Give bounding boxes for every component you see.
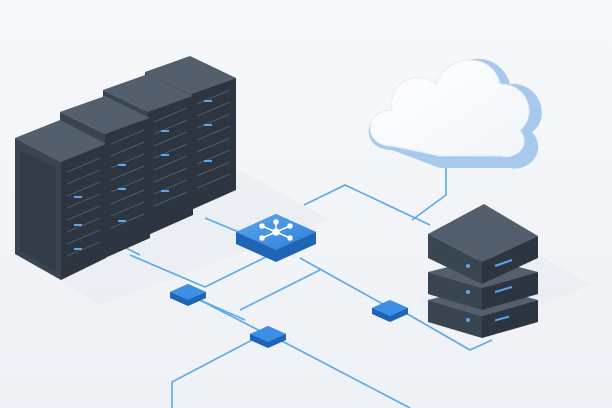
- network-nodes: [170, 284, 408, 348]
- server-unit: [428, 204, 538, 284]
- network-node-icon: [372, 300, 408, 322]
- cloud-icon: [368, 58, 542, 169]
- server-racks: [15, 56, 236, 280]
- network-node-icon: [170, 284, 206, 306]
- server-rack-icon: [15, 120, 106, 280]
- network-node-icon: [250, 326, 286, 348]
- server-stack-icon: [428, 204, 538, 338]
- network-hub-icon: [236, 214, 316, 262]
